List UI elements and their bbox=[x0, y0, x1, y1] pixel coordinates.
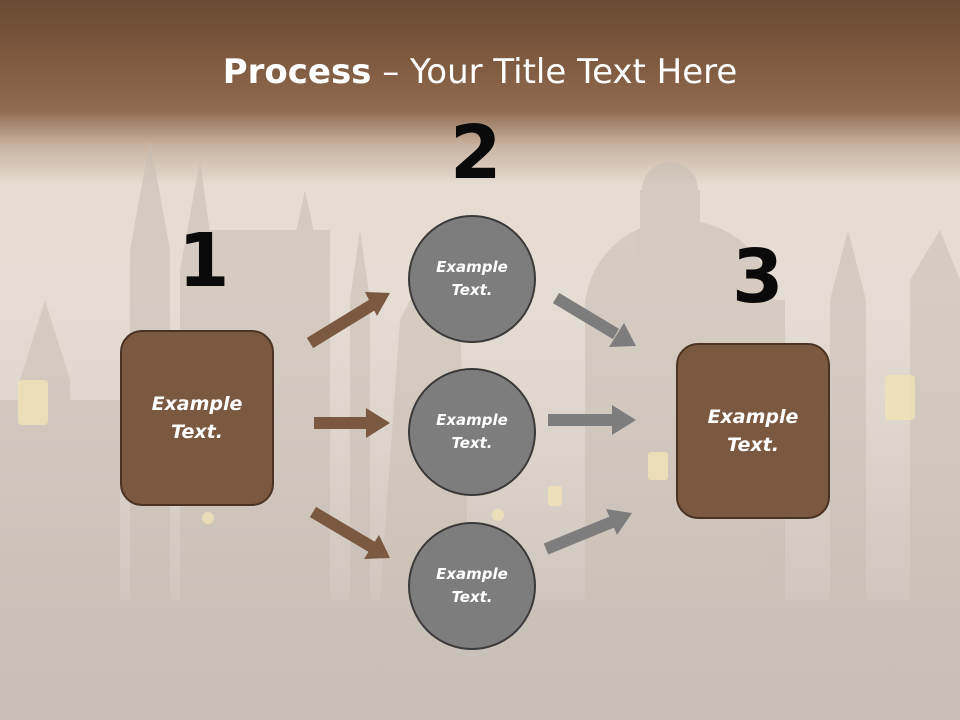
slide-title: Process – Your Title Text Here bbox=[0, 52, 960, 92]
arrow-left-to-middle bbox=[314, 408, 390, 438]
arrow-left-to-top bbox=[306, 292, 390, 349]
step-number-3: 3 bbox=[732, 234, 784, 320]
arrow-bottom-to-right bbox=[543, 509, 632, 555]
arrow-left-to-bottom bbox=[309, 506, 390, 559]
arrow-middle-to-right bbox=[548, 405, 636, 435]
arrow-top-to-right bbox=[552, 292, 636, 347]
title-bold: Process bbox=[222, 52, 372, 92]
step-number-1: 1 bbox=[178, 218, 230, 304]
step-number-2: 2 bbox=[450, 110, 502, 196]
title-rest: – Your Title Text Here bbox=[371, 52, 738, 92]
